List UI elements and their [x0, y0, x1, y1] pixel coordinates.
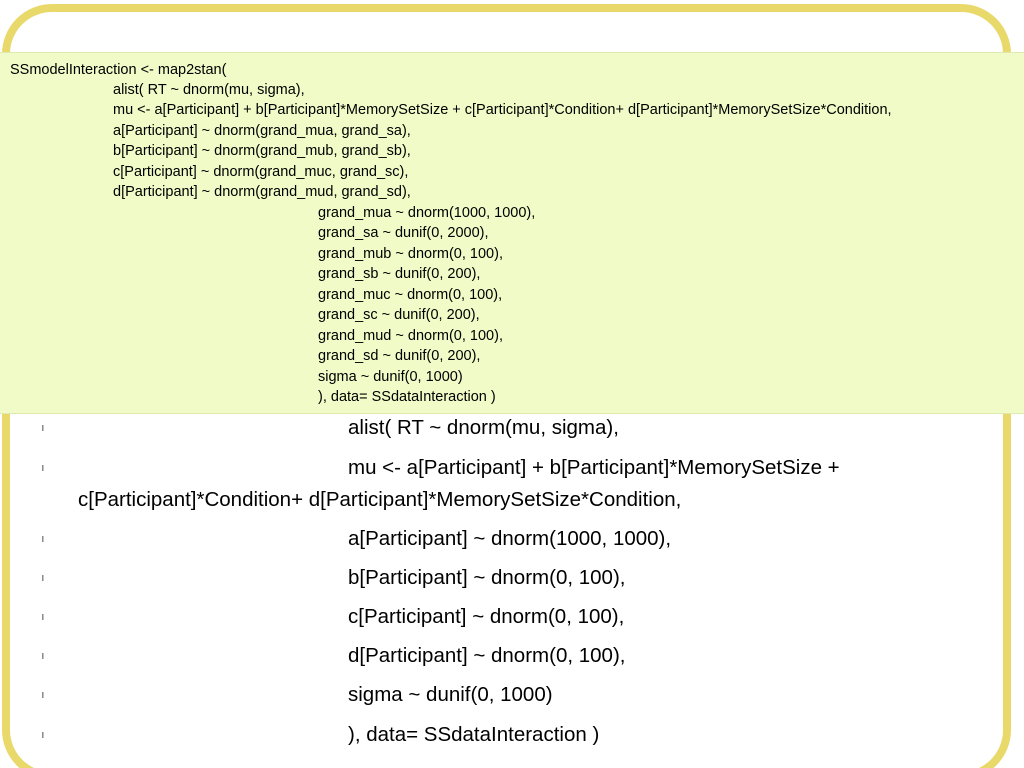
code-line: d[Participant] ~ dnorm(grand_mud, grand_…: [113, 184, 411, 200]
bullet-marker: l: [42, 535, 44, 544]
bullet-text: alist( RT ~ dnorm(mu, sigma),: [348, 416, 619, 439]
code-line: grand_sa ~ dunif(0, 2000),: [318, 225, 489, 241]
bullet-marker: l: [42, 613, 44, 622]
bullet-marker: l: [42, 691, 44, 700]
bullet-marker: l: [42, 574, 44, 583]
code-line: b[Participant] ~ dnorm(grand_mub, grand_…: [113, 143, 411, 159]
code-line: grand_mub ~ dnorm(0, 100),: [318, 246, 503, 262]
bullet-text: ), data= SSdataInteraction ): [348, 723, 600, 746]
bullet-text: c[Participant] ~ dnorm(0, 100),: [348, 605, 625, 628]
code-line: sigma ~ dunif(0, 1000): [318, 369, 463, 385]
code-line: SSmodelInteraction <- map2stan(: [10, 62, 227, 78]
code-line: grand_sc ~ dunif(0, 200),: [318, 307, 480, 323]
code-callout-box: SSmodelInteraction <- map2stan( alist( R…: [0, 52, 1024, 414]
code-line: grand_mua ~ dnorm(1000, 1000),: [318, 205, 536, 221]
bullet-text: mu <- a[Participant] + b[Participant]*Me…: [348, 456, 840, 479]
bullet-text: a[Participant] ~ dnorm(1000, 1000),: [348, 527, 672, 550]
code-line: a[Participant] ~ dnorm(grand_mua, grand_…: [113, 123, 411, 139]
bullet-text: sigma ~ dunif(0, 1000): [348, 683, 553, 706]
code-line: grand_mud ~ dnorm(0, 100),: [318, 328, 503, 344]
code-line: ), data= SSdataInteraction ): [318, 389, 496, 405]
code-line: grand_sd ~ dunif(0, 200),: [318, 348, 481, 364]
bullet-marker: l: [42, 464, 44, 473]
bullet-marker: l: [42, 652, 44, 661]
code-line: mu <- a[Participant] + b[Participant]*Me…: [113, 102, 892, 118]
bullet-text: d[Participant] ~ dnorm(0, 100),: [348, 644, 626, 667]
code-line: c[Participant] ~ dnorm(grand_muc, grand_…: [113, 164, 409, 180]
code-line: grand_muc ~ dnorm(0, 100),: [318, 287, 503, 303]
bullet-marker: l: [42, 424, 44, 433]
code-line: alist( RT ~ dnorm(mu, sigma),: [113, 82, 305, 98]
bullet-text: b[Participant] ~ dnorm(0, 100),: [348, 566, 626, 589]
bullet-continuation: c[Participant]*Condition+ d[Participant]…: [78, 488, 682, 511]
code-line: grand_sb ~ dunif(0, 200),: [318, 266, 481, 282]
bullet-marker: l: [42, 731, 44, 740]
